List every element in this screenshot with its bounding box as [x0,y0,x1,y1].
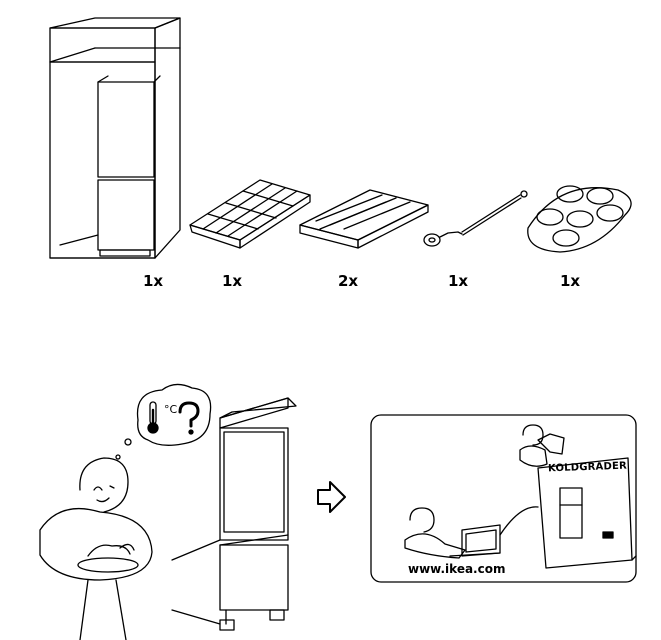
ice-cube-tray-drawing [189,179,311,249]
person-thinking [39,438,153,640]
cabinet-with-fridge [49,17,181,259]
question-icon [178,401,200,428]
qty-fridge: 1x [143,272,164,290]
qty-egg-holder: 1x [560,272,581,290]
qty-ice-tray: 1x [222,272,243,290]
website-link[interactable]: www.ikea.com [408,562,506,576]
arrow-right-icon [317,481,346,513]
qty-scraper: 1x [448,272,469,290]
thought-bubble [136,383,212,446]
scraper-drawing [423,190,528,247]
thermometer-icon [147,401,159,434]
egg-holder-drawing [527,185,632,253]
egg-tray-drawing [299,189,429,249]
person-reading [519,424,565,467]
qty-egg-tray: 2x [338,272,359,290]
celsius-label: °C [164,403,178,416]
computer-icon [449,506,539,557]
info-panel [370,414,637,583]
person-at-computer [404,507,466,559]
manual-icon [537,457,637,569]
fridge-appliance [171,397,297,631]
